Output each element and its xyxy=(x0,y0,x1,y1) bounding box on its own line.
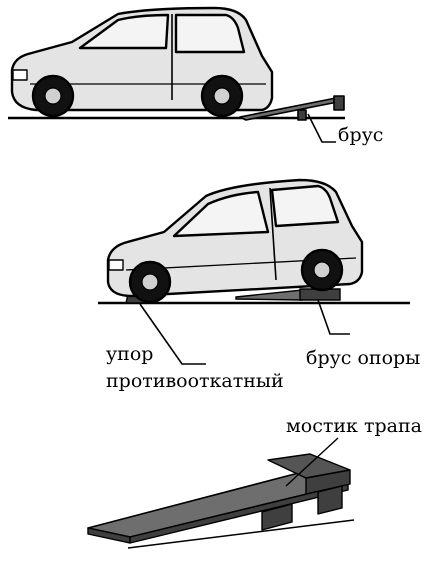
figure-car-before-ramp: брус xyxy=(8,6,383,146)
car-2-headlight xyxy=(108,259,124,271)
ramp-bridge-beam-front xyxy=(305,469,351,495)
rear-wheel-hub xyxy=(213,87,231,105)
car-2-window-front xyxy=(172,190,270,238)
anti-roll-label: противооткатный xyxy=(106,370,284,392)
ramp-bridge-ground-line xyxy=(127,519,355,549)
front-wheel-hub xyxy=(44,87,62,105)
support-beam-label: брус опоры xyxy=(306,347,420,369)
car-headlight xyxy=(12,69,28,81)
ramp xyxy=(239,95,345,121)
car-2-door-line xyxy=(269,187,277,281)
figure-car-on-ramp: упор противооткатный брус опоры xyxy=(98,178,420,392)
stop-leader-line xyxy=(139,303,206,365)
figure-ramp-bridge: мостик трапа xyxy=(87,415,422,549)
ramp-beam xyxy=(333,95,345,111)
ramp-leg xyxy=(297,109,307,121)
ramp-bridge-label: мостик трапа xyxy=(286,415,422,437)
beam-leader-line xyxy=(307,113,336,143)
car-2-window-rear xyxy=(270,184,340,228)
ramp-bridge-side-edge xyxy=(129,483,349,544)
car xyxy=(10,6,274,118)
beam-label: брус xyxy=(338,124,383,146)
ramp-bridge-support-block xyxy=(261,503,293,531)
support-beam-leader-line xyxy=(317,299,350,335)
ramp-bridge-leader-line xyxy=(285,437,339,487)
car-window-rear xyxy=(174,13,246,54)
ramp-bridge-rear-block xyxy=(317,485,343,515)
car-window-front xyxy=(78,13,170,50)
car-2-rear-wheel-hub xyxy=(313,261,331,279)
stop-label: упор xyxy=(106,343,153,365)
support-ramp-deck xyxy=(235,289,303,301)
car-2-front-wheel-hub xyxy=(141,273,159,291)
car-2 xyxy=(106,178,364,304)
